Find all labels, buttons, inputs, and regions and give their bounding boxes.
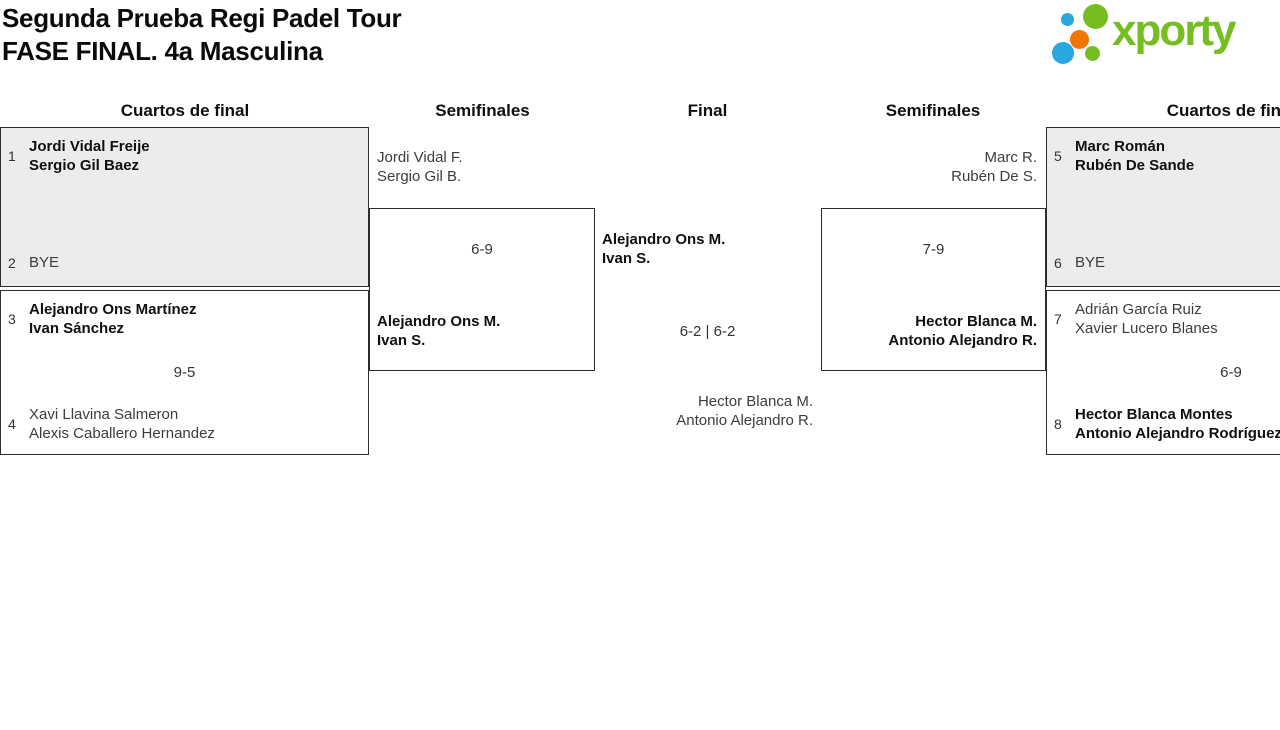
player-name: Xavier Lucero Blanes: [1075, 320, 1218, 337]
team-row: 2 BYE: [1, 253, 59, 272]
team-row: 8 Hector Blanca Montes Antonio Alejandro…: [1047, 405, 1280, 443]
match-box-sf-left[interactable]: 6-9 Alejandro Ons M. Ivan S.: [369, 208, 595, 371]
player-name: Ivan S.: [377, 332, 426, 349]
team-names-sf-left-top: Jordi Vidal F. Sergio Gil B.: [377, 148, 463, 186]
final-score: 6-2 | 6-2: [679, 323, 736, 340]
logo-dot-icon: [1070, 30, 1089, 49]
logo-dot-icon: [1085, 46, 1100, 61]
player-name: Hector Blanca Montes: [1075, 406, 1233, 423]
seed-number: 7: [1054, 311, 1062, 327]
player-name: Sergio Gil B.: [377, 168, 462, 185]
bye-label: BYE: [29, 254, 60, 271]
team-row: 6 BYE: [1047, 253, 1105, 272]
player-name: Alexis Caballero Hernandez: [29, 425, 215, 442]
player-name: Marc R.: [984, 149, 1038, 166]
logo-dot-icon: [1052, 42, 1074, 64]
team-row: 4 Xavi Llavina Salmeron Alexis Caballero…: [1, 405, 215, 443]
team-names-sf-right-winner: Hector Blanca M. Antonio Alejandro R.: [888, 312, 1037, 350]
xporty-logo[interactable]: xporty: [1048, 0, 1280, 70]
round-header-quarterfinals-right: Cuartos de final: [1166, 101, 1280, 120]
seed-number: 5: [1054, 148, 1062, 164]
team-row: 5 Marc Román Rubén De Sande: [1047, 137, 1194, 175]
match-box-sf-right[interactable]: 7-9 Hector Blanca M. Antonio Alejandro R…: [821, 208, 1046, 371]
player-name: Hector Blanca M.: [915, 313, 1037, 330]
player-name: Xavi Llavina Salmeron: [29, 406, 179, 423]
round-header-semifinals-right: Semifinales: [885, 101, 981, 120]
player-name: Alejandro Ons M.: [602, 231, 726, 248]
player-name: Sergio Gil Baez: [29, 157, 140, 174]
player-name: Antonio Alejandro R.: [888, 332, 1037, 349]
team-row: 7 Adrián García Ruiz Xavier Lucero Blane…: [1047, 300, 1218, 338]
team-names-final-loser: Hector Blanca M. Antonio Alejandro R.: [595, 392, 813, 430]
page-title-line1: Segunda Prueba Regi Padel Tour: [2, 3, 402, 33]
player-name: Marc Román: [1075, 138, 1166, 155]
seed-number: 2: [8, 254, 16, 271]
match-box-qf-left-bottom[interactable]: 3 Alejandro Ons Martínez Ivan Sánchez 9-…: [0, 290, 369, 455]
player-name: Hector Blanca M.: [697, 393, 813, 410]
round-header-final: Final: [687, 101, 728, 120]
round-header-quarterfinals-left: Cuartos de final: [120, 101, 250, 120]
player-name: Alejandro Ons M.: [377, 313, 501, 330]
page-title-line2: FASE FINAL. 4a Masculina: [2, 36, 323, 66]
bye-label: BYE: [1075, 254, 1106, 271]
seed-number: 6: [1054, 254, 1062, 271]
logo-dot-icon: [1083, 4, 1108, 29]
seed-number: 1: [8, 148, 16, 164]
player-name: Rubén De S.: [951, 168, 1037, 185]
team-names-sf-right-top: Marc R. Rubén De S.: [821, 148, 1037, 186]
page-title: Segunda Prueba Regi Padel Tour FASE FINA…: [2, 2, 402, 68]
player-name: Jordi Vidal Freije: [29, 138, 150, 155]
xporty-wordmark: xporty: [1112, 6, 1236, 55]
match-score: 6-9: [1220, 364, 1242, 381]
match-box-qf-left-top[interactable]: 1 Jordi Vidal Freije Sergio Gil Baez 2 B…: [0, 127, 369, 287]
match-score: 6-9: [471, 241, 493, 258]
match-box-qf-right-bottom[interactable]: 7 Adrián García Ruiz Xavier Lucero Blane…: [1046, 290, 1280, 455]
player-name: Rubén De Sande: [1075, 157, 1195, 174]
player-name: Antonio Alejandro Rodríguez: [1075, 425, 1280, 442]
player-name: Jordi Vidal F.: [377, 149, 463, 166]
player-name: Adrián García Ruiz: [1075, 301, 1202, 318]
seed-number: 4: [8, 416, 16, 432]
player-name: Ivan Sánchez: [29, 320, 125, 337]
round-header-semifinals-left: Semifinales: [435, 101, 530, 120]
player-name: Alejandro Ons Martínez: [29, 301, 197, 318]
match-box-qf-right-top[interactable]: 5 Marc Román Rubén De Sande 6 BYE: [1046, 127, 1280, 287]
match-score: 7-9: [922, 241, 945, 258]
seed-number: 8: [1054, 416, 1062, 432]
team-row: 3 Alejandro Ons Martínez Ivan Sánchez: [1, 300, 197, 338]
match-score: 9-5: [173, 364, 196, 381]
team-names-sf-left-winner: Alejandro Ons M. Ivan S.: [377, 312, 500, 350]
player-name: Antonio Alejandro R.: [676, 412, 813, 429]
logo-dot-icon: [1061, 13, 1074, 26]
player-name: Ivan S.: [602, 250, 651, 267]
team-names-final-winner: Alejandro Ons M. Ivan S.: [602, 230, 725, 268]
team-row: 1 Jordi Vidal Freije Sergio Gil Baez: [1, 137, 150, 175]
seed-number: 3: [8, 311, 16, 327]
